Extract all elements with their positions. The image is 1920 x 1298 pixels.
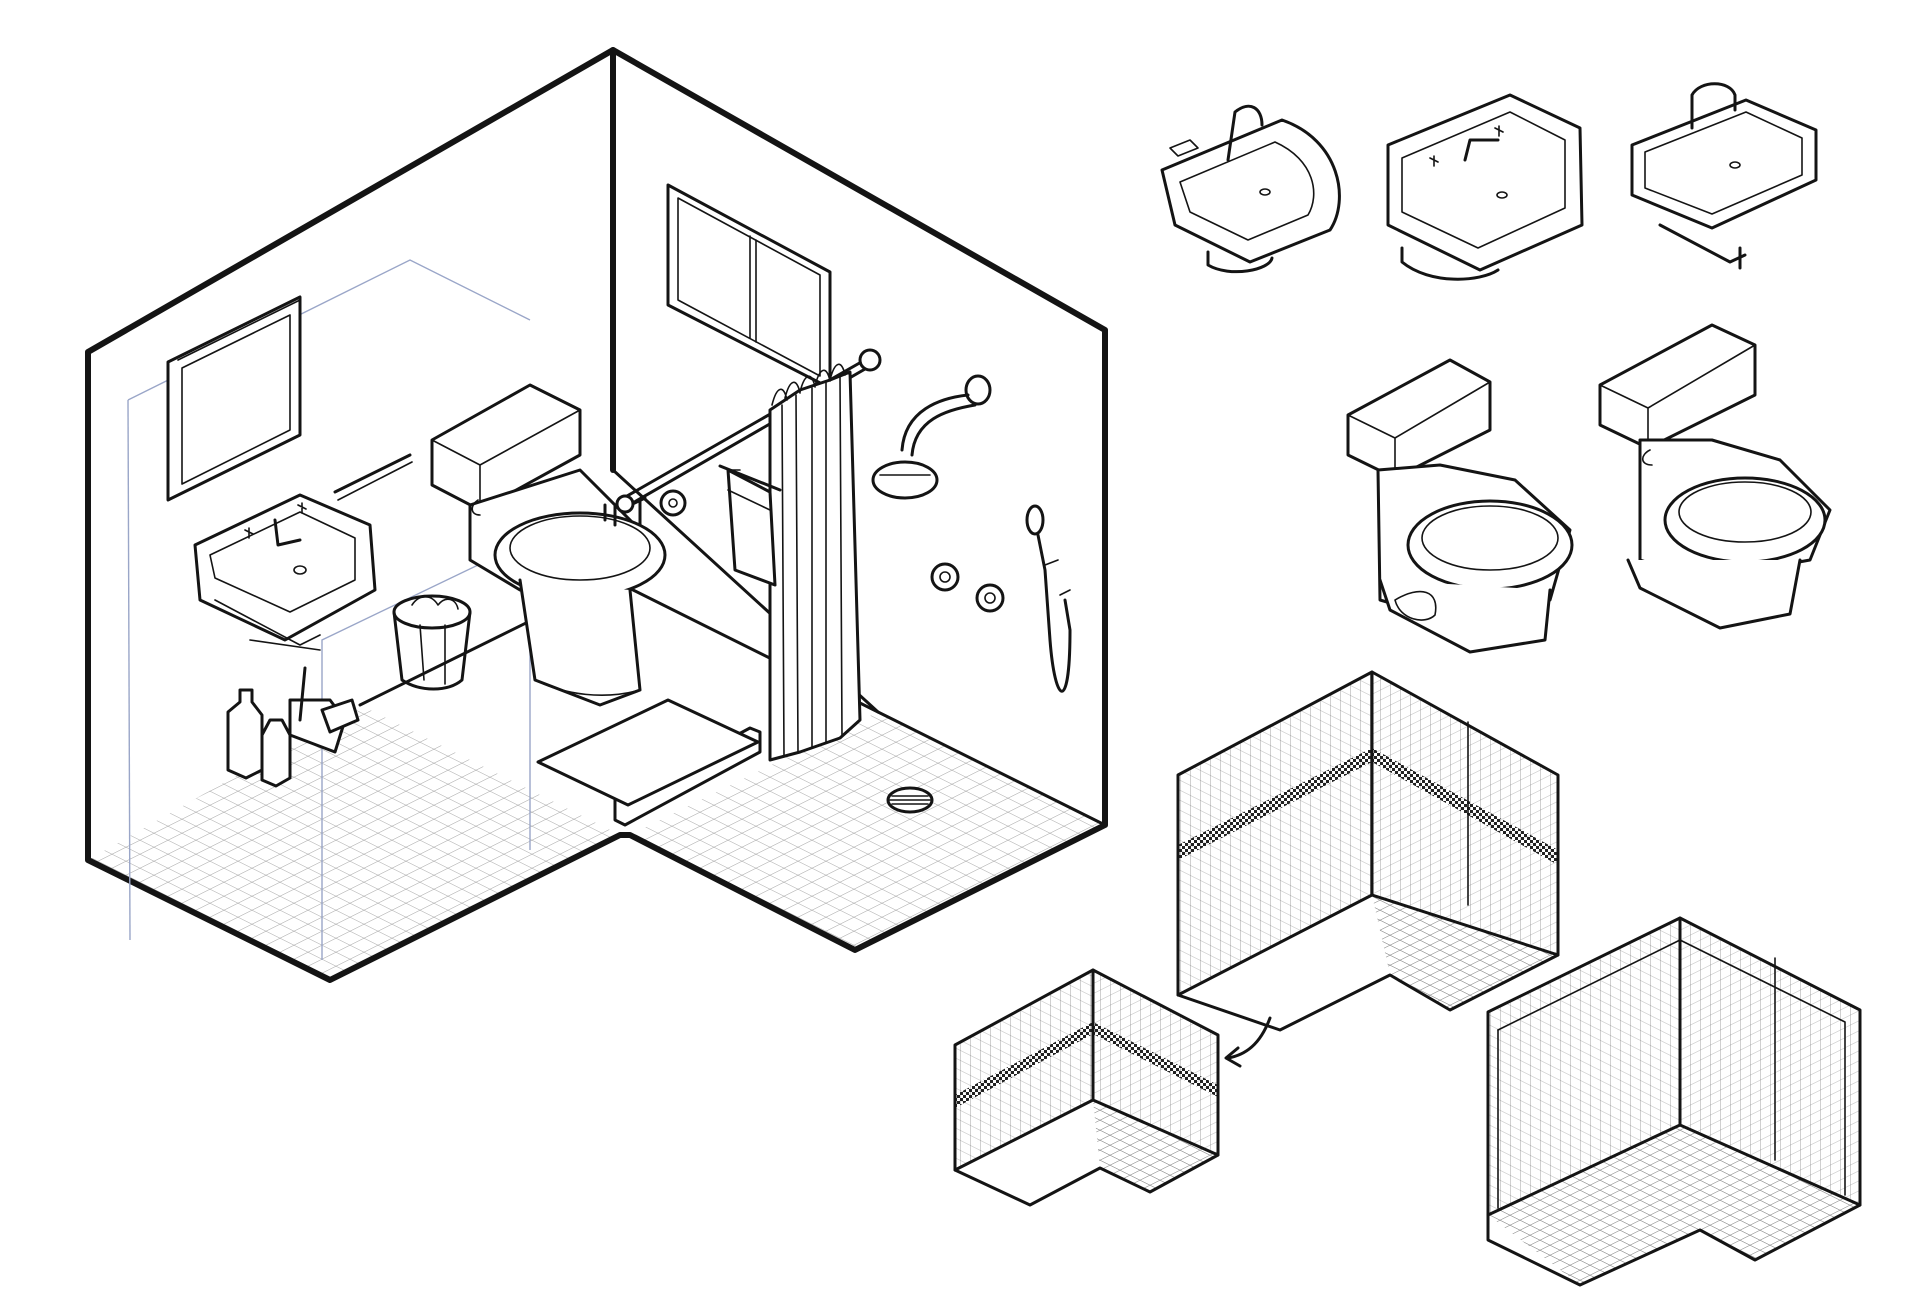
bathroom-floor bbox=[88, 705, 620, 980]
toilet bbox=[430, 383, 667, 707]
tile-corner-plain bbox=[1486, 916, 1862, 1287]
cleaning-bottles bbox=[226, 666, 360, 788]
window bbox=[666, 183, 832, 390]
sink-variant-1 bbox=[1160, 104, 1341, 274]
shower-drain bbox=[886, 786, 934, 814]
tile-corner-small bbox=[953, 968, 1220, 1207]
toilet-paper-holder bbox=[603, 489, 687, 527]
shower-curtain bbox=[768, 363, 862, 762]
toilet-variant-2 bbox=[1598, 323, 1832, 630]
floor-mat bbox=[536, 698, 760, 807]
wall-mirror bbox=[166, 295, 302, 502]
shower-head bbox=[871, 374, 992, 500]
transform-arrow bbox=[1224, 1016, 1272, 1068]
shower-valves bbox=[930, 562, 1005, 613]
waste-bin bbox=[392, 594, 472, 691]
bathroom-room bbox=[85, 47, 1108, 983]
towel-bar bbox=[333, 453, 413, 501]
sink-variant-3 bbox=[1630, 82, 1818, 270]
hand-towel bbox=[718, 464, 782, 587]
tile-corner-border bbox=[1176, 670, 1560, 1032]
shower-floor bbox=[630, 712, 1105, 950]
toilet-variant-1 bbox=[1346, 358, 1574, 654]
hand-shower bbox=[1025, 504, 1072, 693]
sink-variant-2 bbox=[1386, 93, 1584, 281]
wall-sink bbox=[193, 493, 377, 651]
